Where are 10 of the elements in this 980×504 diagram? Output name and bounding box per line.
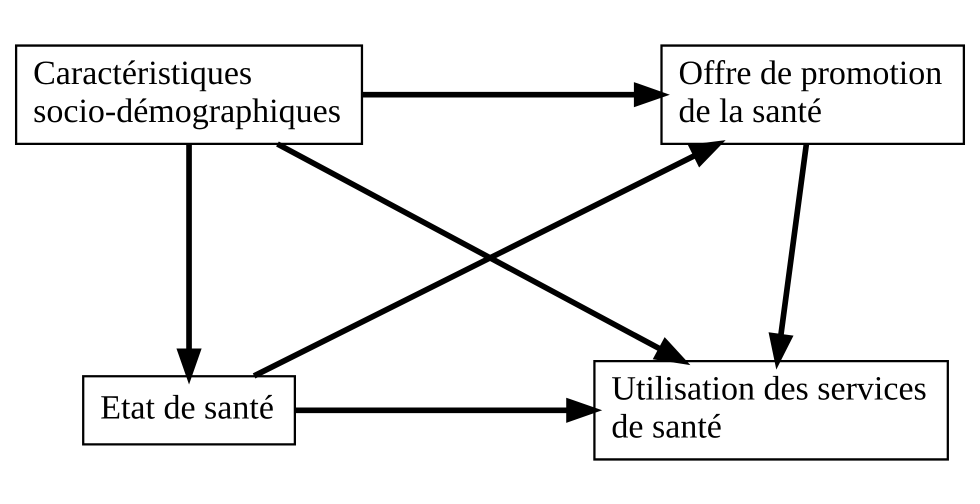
arrow: [362, 82, 670, 107]
node-box: Offre de promotion de la santé: [660, 44, 966, 144]
node-box: Utilisation des services de santé: [593, 360, 949, 460]
arrow: [252, 140, 726, 378]
arrow: [176, 143, 202, 384]
node-box: Etat de santé: [82, 374, 296, 445]
arrow: [276, 140, 690, 365]
arrow: [295, 397, 602, 422]
arrow: [768, 143, 810, 370]
node-box: Caractéristiques socio-démographiques: [14, 44, 364, 144]
